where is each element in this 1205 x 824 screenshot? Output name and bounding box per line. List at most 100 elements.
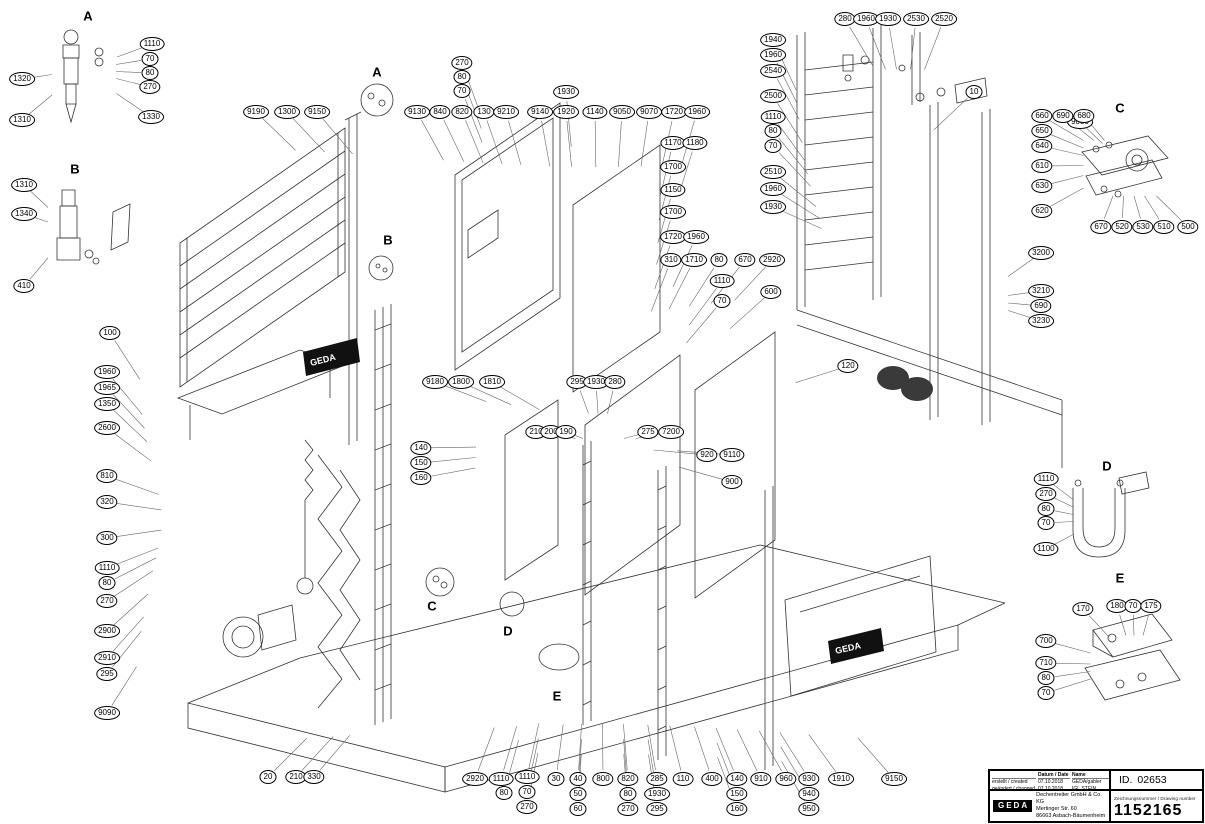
part-callout-1110: 1110 [514, 770, 540, 784]
part-callout-270: 270 [617, 802, 639, 816]
detail-label-D: D [503, 623, 513, 639]
part-callout-810: 810 [96, 469, 118, 483]
part-callout-1300: 1300 [274, 105, 300, 119]
part-callout-295: 295 [96, 667, 118, 681]
part-callout-940: 940 [798, 787, 820, 801]
detail-label-B: B [383, 232, 393, 248]
part-callout-1110: 1110 [1033, 472, 1059, 486]
part-callout-70: 70 [713, 294, 731, 308]
part-callout-80: 80 [495, 786, 513, 800]
part-callout-1340: 1340 [11, 207, 37, 221]
part-callout-9190: 9190 [243, 105, 269, 119]
part-callout-1930: 1930 [553, 85, 579, 99]
part-callout-1810: 1810 [479, 375, 505, 389]
title-block: Datum / Date Name erstellt / created 07.… [988, 769, 1204, 823]
part-callout-650: 650 [1031, 124, 1053, 138]
part-callout-1310: 1310 [11, 178, 37, 192]
part-callout-7200: 7200 [658, 425, 684, 439]
part-callout-410: 410 [13, 279, 35, 293]
part-callout-120: 120 [837, 359, 859, 373]
part-callout-70: 70 [141, 52, 159, 66]
part-callout-1960: 1960 [684, 105, 710, 119]
part-callout-150: 150 [726, 787, 748, 801]
part-callout-2510: 2510 [760, 165, 786, 179]
drawing-id-value: 02653 [1137, 774, 1167, 786]
company-name: Dechentreiter GmbH & Co. KG [1036, 791, 1102, 805]
part-callout-1720: 1720 [661, 105, 687, 119]
part-callout-9150: 9150 [881, 772, 907, 786]
part-callout-295: 295 [646, 802, 668, 816]
part-callout-1310: 1310 [9, 113, 35, 127]
part-callout-1930: 1930 [760, 200, 786, 214]
part-callout-930: 930 [798, 772, 820, 786]
part-callout-670: 670 [734, 253, 756, 267]
part-callout-1800: 1800 [448, 375, 474, 389]
part-callout-70: 70 [1124, 599, 1142, 613]
part-callout-1700: 1700 [660, 205, 686, 219]
part-callout-10: 10 [965, 85, 983, 99]
part-callout-840: 840 [429, 105, 451, 119]
part-callout-1110: 1110 [139, 37, 165, 51]
part-callout-1110: 1110 [488, 772, 514, 786]
part-callout-70: 70 [764, 139, 782, 153]
drawing-number: 1152165 [1114, 802, 1183, 820]
part-callout-310: 310 [660, 253, 682, 267]
detail-label-C: C [1115, 100, 1125, 116]
part-callout-50: 50 [569, 787, 587, 801]
part-callout-820: 820 [617, 772, 639, 786]
part-callout-400: 400 [701, 772, 723, 786]
part-callout-620: 620 [1031, 204, 1053, 218]
detail-label-A: A [83, 8, 93, 24]
part-callout-320: 320 [96, 495, 118, 509]
part-callout-1960: 1960 [760, 182, 786, 196]
part-callout-160: 160 [726, 802, 748, 816]
part-callout-150: 150 [410, 456, 432, 470]
part-callout-1150: 1150 [660, 183, 686, 197]
part-callout-270: 270 [1035, 487, 1057, 501]
part-callout-1960: 1960 [94, 365, 120, 379]
part-callout-170: 170 [1072, 602, 1094, 616]
part-callout-2910: 2910 [94, 651, 120, 665]
changed-date: 07.10.2018 [1038, 785, 1064, 790]
part-callout-9130: 9130 [404, 105, 430, 119]
part-callout-1940: 1940 [760, 33, 786, 47]
part-callout-2920: 2920 [759, 253, 785, 267]
company-city: 86663 Asbach-Bäumenheim [1036, 813, 1106, 820]
part-callout-910: 910 [750, 772, 772, 786]
part-callout-700: 700 [1035, 634, 1057, 648]
part-callout-1330: 1330 [138, 110, 164, 124]
part-callout-900: 900 [721, 475, 743, 489]
geda-logo-right-panel: GEDA [834, 640, 862, 656]
part-callout-2500: 2500 [760, 89, 786, 103]
part-callout-270: 270 [139, 80, 161, 94]
part-callout-70: 70 [518, 785, 536, 799]
part-callout-3210: 3210 [1028, 284, 1054, 298]
drawing-id: ID. 02653 [1110, 770, 1203, 790]
part-callout-1700: 1700 [660, 160, 686, 174]
drawing-number-label: Zeichnungsnummer / Drawing number [1114, 797, 1196, 803]
part-callout-9140: 9140 [527, 105, 553, 119]
part-callout-950: 950 [798, 802, 820, 816]
part-callout-20: 20 [259, 770, 277, 784]
part-callout-80: 80 [141, 66, 159, 80]
part-callout-2600: 2600 [94, 421, 120, 435]
part-callout-2520: 2520 [931, 12, 957, 26]
part-callout-2900: 2900 [94, 624, 120, 638]
part-callout-1110: 1110 [94, 561, 120, 575]
part-callout-300: 300 [96, 531, 118, 545]
part-callout-330: 330 [303, 770, 325, 784]
part-callout-270: 270 [516, 800, 538, 814]
part-callout-80: 80 [453, 70, 471, 84]
part-callout-1140: 1140 [582, 105, 608, 119]
part-callout-285: 285 [646, 772, 668, 786]
geda-logo: GEDA [993, 800, 1033, 812]
part-callout-130: 130 [473, 105, 495, 119]
company-block: GEDA Dechentreiter GmbH & Co. KG Merting… [989, 790, 1110, 822]
part-callout-1320: 1320 [9, 72, 35, 86]
part-callout-670: 670 [1090, 220, 1112, 234]
part-callout-80: 80 [98, 576, 116, 590]
part-callout-80: 80 [619, 787, 637, 801]
part-callout-70: 70 [1037, 516, 1055, 530]
part-callout-270: 270 [451, 56, 473, 70]
